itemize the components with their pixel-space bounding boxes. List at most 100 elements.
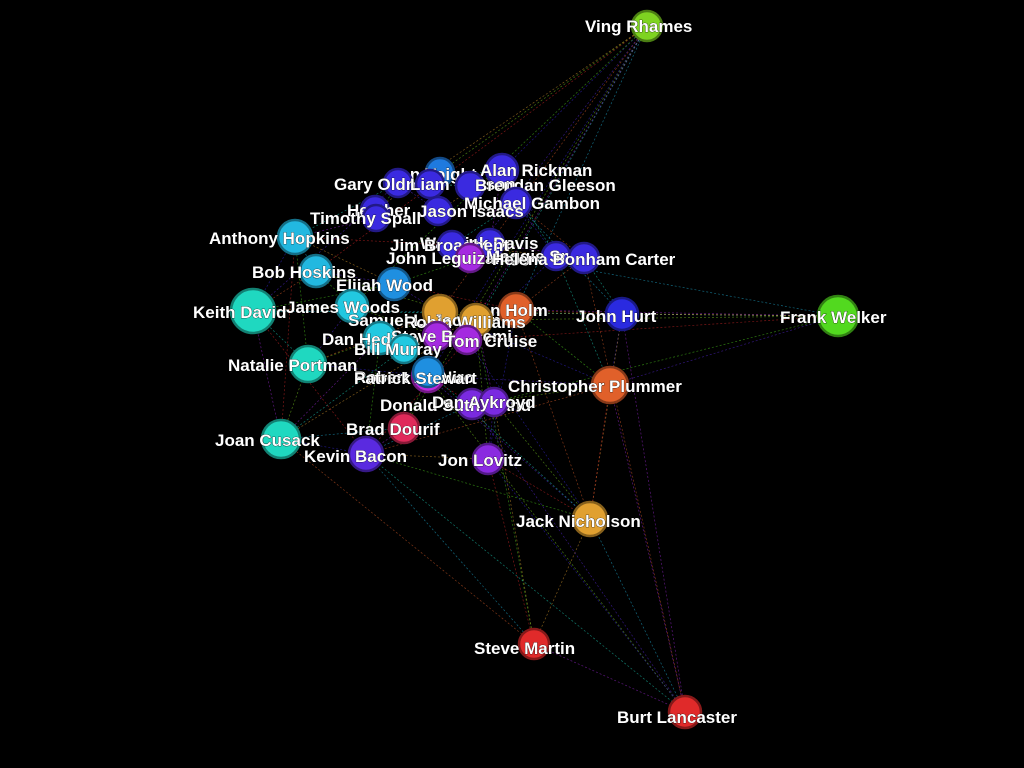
node-ving-rhames[interactable]: Ving Rhames <box>585 9 693 43</box>
edge-jack-nicholson-dan-aykroyd <box>493 401 591 520</box>
node-label-ving-rhames: Ving Rhames <box>585 17 692 36</box>
node-jason-isaacs[interactable]: Jason Isaacs <box>418 195 524 227</box>
node-label-jon-lovitz: Jon Lovitz <box>438 451 522 470</box>
node-circle-brad-dourif[interactable] <box>387 411 421 445</box>
node-circle-john-hurt[interactable] <box>604 296 640 332</box>
node-circle-joan-cusack[interactable] <box>260 418 302 460</box>
node-bob-hoskins[interactable]: Bob Hoskins <box>252 253 356 289</box>
node-label-brendan-gleeson: Brendan Gleeson <box>475 176 616 195</box>
edge-natalie-portman-anthony-hopkins <box>294 236 309 365</box>
node-circle-brendan-gleeson[interactable] <box>454 170 486 202</box>
node-burt-lancaster[interactable]: Burt Lancaster <box>617 694 738 730</box>
node-label-gary-oldman: Gary Oldman <box>334 175 441 194</box>
node-circle-ving-rhames[interactable] <box>630 9 664 43</box>
node-label-bill-murray: Bill Murray <box>354 340 442 359</box>
node-jack-nicholson[interactable]: Jack Nicholson <box>516 500 641 538</box>
node-circle-frank-welker[interactable] <box>816 294 860 338</box>
node-brad-dourif[interactable]: Brad Dourif <box>346 411 440 445</box>
node-label-john-leguizamo: John Leguizamo <box>386 249 520 268</box>
node-michael-gambon[interactable]: Michael Gambon <box>464 186 600 220</box>
node-circle-patrick-stewart[interactable] <box>411 355 445 389</box>
node-natalie-portman[interactable]: Natalie Portman <box>228 344 358 384</box>
node-circle-liam-neeson[interactable] <box>414 168 446 200</box>
node-joan-cusack[interactable]: Joan Cusack <box>215 418 321 460</box>
node-keith-david[interactable]: Keith David <box>193 287 287 335</box>
edge-burt-lancaster-robert-de-niro <box>427 375 686 713</box>
node-circle-james-woods[interactable] <box>334 288 370 324</box>
node-label-timothy-spall: Timothy Spall <box>310 209 421 228</box>
edge-joan-cusack-dan-hedaya <box>280 337 381 440</box>
edge-frank-welker-jim-broadbent <box>451 244 839 317</box>
node-patrick-stewart[interactable]: Patrick Stewart <box>354 355 477 389</box>
node-circle-keith-david[interactable] <box>229 287 277 335</box>
edge-christopher-plummer-samuel-l-jackson <box>439 311 611 386</box>
node-circle-jon-lovitz[interactable] <box>471 442 505 476</box>
edge-james-woods-steve-buscemi <box>351 305 438 337</box>
edge-kevin-bacon-dan-hedaya <box>365 337 381 455</box>
node-label-natalie-portman: Natalie Portman <box>228 356 357 375</box>
edge-christopher-plummer-ian-holm <box>515 309 611 386</box>
node-christopher-plummer[interactable]: Christopher Plummer <box>508 365 682 405</box>
edge-natalie-portman-robert-de-niro <box>307 363 429 377</box>
node-frank-welker[interactable]: Frank Welker <box>780 294 887 338</box>
node-label-bob-hoskins: Bob Hoskins <box>252 263 356 282</box>
node-circle-ian-holm[interactable] <box>497 291 535 329</box>
node-kevin-bacon[interactable]: Kevin Bacon <box>304 435 407 473</box>
edge-kevin-bacon-jon-lovitz <box>365 453 489 460</box>
node-anthony-hopkins[interactable]: Anthony Hopkins <box>209 218 350 256</box>
node-label-james-woods: James Woods <box>286 298 400 317</box>
node-john-leguizamo[interactable]: John Leguizamo <box>386 242 520 274</box>
node-ian-holm[interactable]: Ian Holm <box>476 291 548 329</box>
node-circle-burt-lancaster[interactable] <box>667 694 703 730</box>
node-circle-michael-gambon[interactable] <box>499 186 533 220</box>
node-circle-alan-rickman[interactable] <box>484 152 520 188</box>
node-bill-murray[interactable]: Bill Murray <box>354 333 443 365</box>
node-circle-tom-cruise[interactable] <box>451 324 483 356</box>
node-circle-dan-aykroyd[interactable] <box>478 386 510 418</box>
node-circle-john-leguizamo[interactable] <box>454 242 486 274</box>
node-circle-steve-martin[interactable] <box>517 627 551 661</box>
node-circle-helena-bonham-carter[interactable] <box>567 241 601 275</box>
edge-ving-rhames-tom-cruise <box>466 25 648 341</box>
node-gary-oldman[interactable]: Gary Oldman <box>334 167 441 199</box>
node-steve-martin[interactable]: Steve Martin <box>474 627 575 661</box>
edge-ving-rhames-bob-hoskins <box>315 25 648 272</box>
node-circle-bob-hoskins[interactable] <box>298 253 334 289</box>
node-circle-kevin-bacon[interactable] <box>347 435 385 473</box>
node-circle-warwick-davis[interactable] <box>474 227 506 259</box>
node-circle-elijah-wood[interactable] <box>376 266 412 302</box>
node-jon-lovitz[interactable]: Jon Lovitz <box>438 442 522 476</box>
node-circle-gary-oldman[interactable] <box>382 167 414 199</box>
edge-christopher-plummer-jack-nicholson <box>589 384 611 520</box>
node-label-anthony-hopkins: Anthony Hopkins <box>209 229 350 248</box>
edge-burt-lancaster-jon-lovitz <box>487 458 686 713</box>
node-circle-jack-nicholson[interactable] <box>571 500 609 538</box>
node-circle-christopher-plummer[interactable] <box>590 365 630 405</box>
node-circle-jason-isaacs[interactable] <box>422 195 454 227</box>
edge-ving-rhames-john-leguizamo <box>469 25 648 259</box>
edge-jon-lovitz-ian-holm <box>487 309 517 460</box>
edge-steve-martin-dan-aykroyd <box>493 401 535 645</box>
node-timothy-spall[interactable]: Timothy Spall <box>310 203 421 233</box>
node-elijah-wood[interactable]: Elijah Wood <box>336 266 433 302</box>
node-helena-bonham-carter[interactable]: Helena Bonham Carter <box>492 241 676 275</box>
node-tom-cruise[interactable]: Tom Cruise <box>445 324 538 356</box>
node-dan-aykroyd[interactable]: Dan Aykroyd <box>432 386 536 418</box>
node-james-woods[interactable]: James Woods <box>286 288 400 324</box>
edge-jack-nicholson-ian-holm <box>515 309 591 520</box>
node-john-hurt[interactable]: John Hurt <box>576 296 657 332</box>
node-circle-natalie-portman[interactable] <box>288 344 328 384</box>
edge-burt-lancaster-kevin-bacon <box>365 453 686 713</box>
node-alan-rickman[interactable]: Alan Rickman <box>480 152 593 188</box>
edge-burt-lancaster-donald-sutherland <box>471 403 686 713</box>
node-circle-bill-murray[interactable] <box>388 333 420 365</box>
edge-christopher-plummer-maggie-smith <box>555 255 611 386</box>
node-circle-timothy-spall[interactable] <box>361 203 391 233</box>
edge-ving-rhames-ian-holm <box>515 25 648 311</box>
node-circle-steve-buscemi[interactable] <box>421 320 453 352</box>
node-maggie-smith[interactable]: Maggie Smith <box>486 240 597 272</box>
node-circle-anthony-hopkins[interactable] <box>276 218 314 256</box>
edge-frank-welker-dan-aykroyd <box>493 315 839 403</box>
